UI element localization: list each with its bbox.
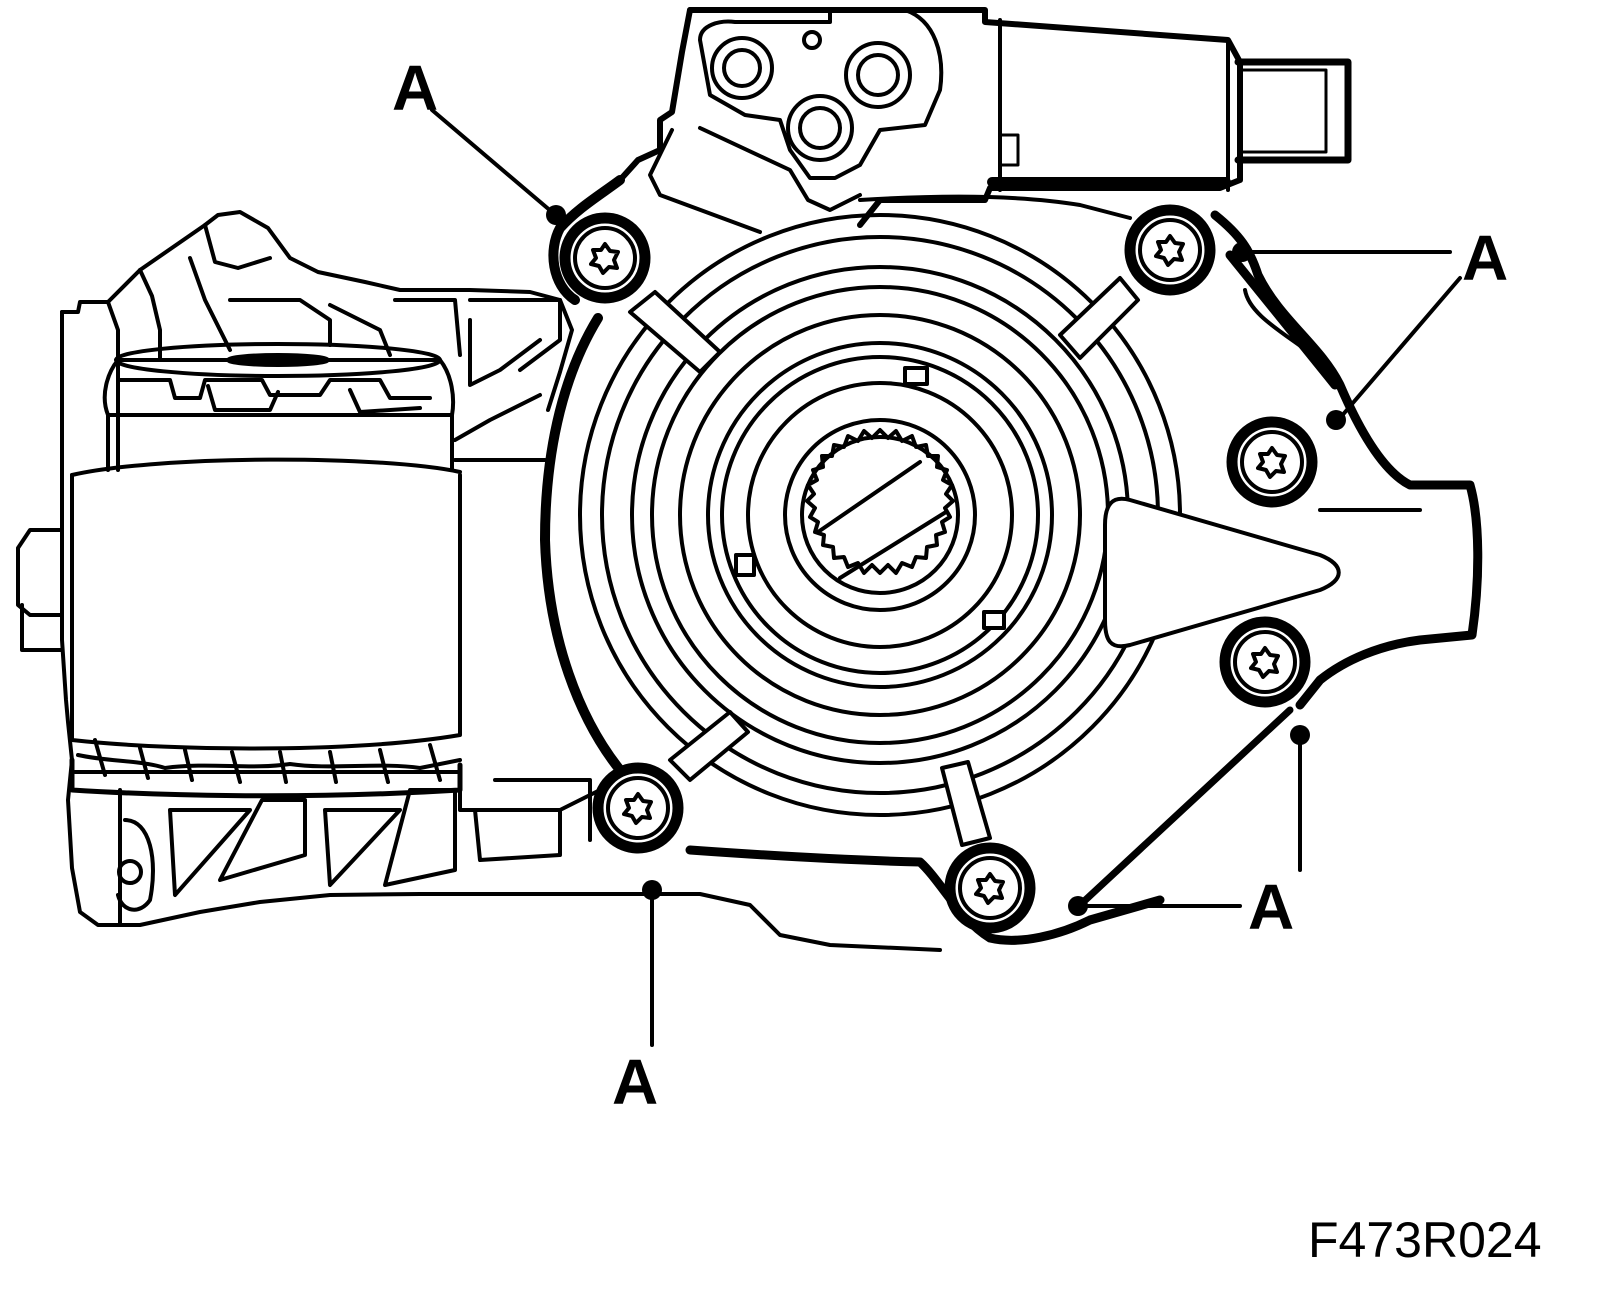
bolt-top-left	[559, 212, 651, 304]
bolt-bottom-left	[592, 762, 684, 854]
callout-label-bottom-right: A	[1248, 871, 1295, 943]
actuator-motor	[617, 7, 1352, 234]
bolt-top-right	[1124, 204, 1216, 296]
bearing-cover	[578, 213, 1422, 847]
bolt-bottom	[944, 842, 1036, 934]
mount-bracket	[16, 210, 942, 952]
cover-outline	[540, 175, 1483, 945]
callout-label-right: A	[1462, 222, 1509, 294]
gear-drum	[69, 342, 463, 799]
figure-code: F473R024	[1308, 1212, 1542, 1268]
bolt-right	[1226, 416, 1318, 508]
leader-lines	[430, 108, 1462, 1047]
callout-label-bottom: A	[612, 1046, 659, 1118]
callout-label-top-left: A	[392, 52, 439, 124]
bolt-lower-right	[1219, 616, 1311, 708]
